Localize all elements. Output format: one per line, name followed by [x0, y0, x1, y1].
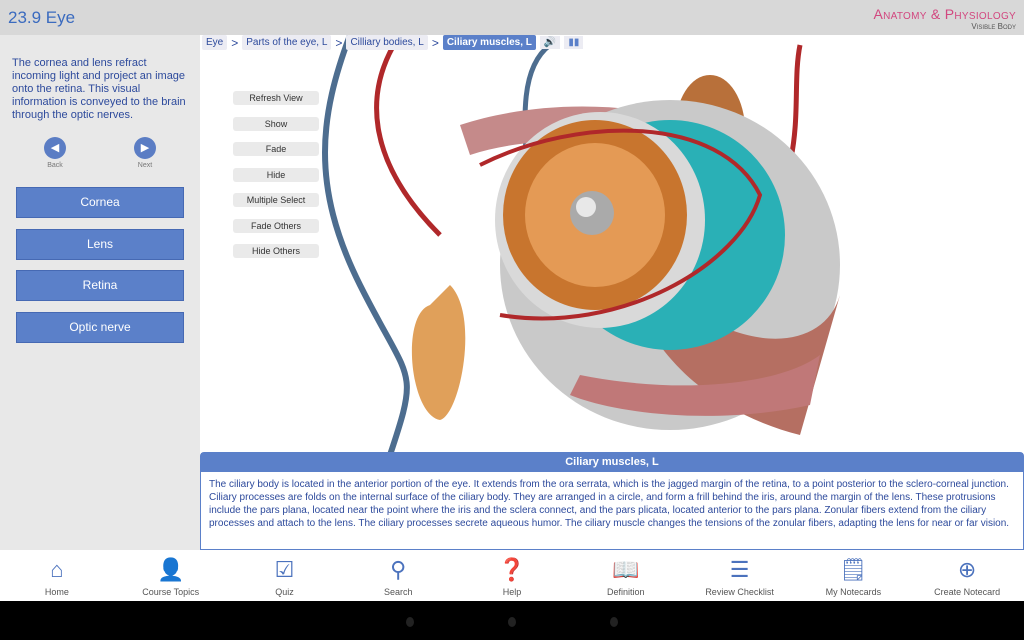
crumb-ciliary-muscles[interactable]: Ciliary muscles, L [442, 35, 536, 50]
system-nav-bar [0, 601, 1024, 640]
person-icon: 👤 [156, 557, 185, 582]
home-system-button[interactable] [508, 617, 516, 627]
checklist-icon: ☰ [729, 557, 750, 582]
brand-logo: Anatomy & Physiology Visible Body [873, 6, 1016, 31]
nav-create-notecard[interactable]: ⊕ Create Notecard [910, 550, 1024, 601]
nav-label: My Notecards [825, 587, 882, 597]
notecard-icon: 🗒 [839, 557, 868, 582]
show-button[interactable]: Show [233, 117, 319, 131]
top-bar: 23.9 Eye Anatomy & Physiology Visible Bo… [0, 0, 1024, 35]
nav-label: Definition [607, 587, 645, 597]
recents-system-button[interactable] [610, 617, 618, 627]
nav-label: Help [502, 587, 522, 597]
back-label: Back [47, 162, 63, 169]
refresh-view-button[interactable]: Refresh View [233, 91, 319, 105]
description-panel: Ciliary muscles, L The ciliary body is l… [200, 452, 1024, 550]
model-viewer[interactable]: Eye> Parts of the eye, L> Cilliary bodie… [200, 35, 1024, 550]
brand-title: Anatomy & Physiology [873, 6, 1016, 22]
nav-label: Search [383, 587, 413, 597]
checkbox-icon: ☑ [274, 557, 295, 582]
crumb-eye[interactable]: Eye [202, 35, 228, 50]
nav-label: Course Topics [142, 587, 200, 597]
page-title: 23.9 Eye [8, 8, 76, 27]
nav-quiz[interactable]: ☑ Quiz [228, 550, 342, 601]
book-icon[interactable]: ▮▮ [564, 36, 584, 49]
book-icon: 📖 [612, 557, 640, 582]
topic-optic-nerve[interactable]: Optic nerve [16, 312, 184, 343]
help-icon: ❓ [498, 557, 526, 582]
nav-label: Home [44, 587, 69, 597]
speaker-icon[interactable]: 🔊 [539, 36, 561, 49]
crumb-parts[interactable]: Parts of the eye, L [242, 35, 332, 50]
search-icon: ⚲ [390, 557, 407, 582]
fade-others-button[interactable]: Fade Others [233, 219, 319, 233]
next-label: Next [137, 162, 153, 169]
nav-label: Review Checklist [705, 587, 774, 597]
nav-course-topics[interactable]: 👤 Course Topics [114, 550, 228, 601]
breadcrumb: Eye> Parts of the eye, L> Cilliary bodie… [202, 35, 584, 50]
brand-subtitle: Visible Body [971, 22, 1016, 31]
nav-review-checklist[interactable]: ☰ Review Checklist [683, 550, 797, 601]
nav-my-notecards[interactable]: 🗒 My Notecards [796, 550, 910, 601]
intro-text: The cornea and lens refract incoming lig… [12, 57, 186, 121]
nav-label: Create Notecard [934, 587, 1001, 597]
nav-search[interactable]: ⚲ Search [341, 550, 455, 601]
multiple-select-button[interactable]: Multiple Select [233, 193, 319, 207]
bottom-nav: ⌂ Home 👤 Course Topics ☑ Quiz ⚲ Search ❓ Help… [0, 550, 1024, 601]
next-button[interactable]: ▶ Next [125, 137, 165, 169]
hide-button[interactable]: Hide [233, 168, 319, 182]
back-button[interactable]: ◀ Back [35, 137, 75, 169]
next-icon: ▶ [134, 137, 156, 159]
nav-help[interactable]: ❓ Help [455, 550, 569, 601]
description-text: The ciliary body is located in the anter… [209, 479, 1010, 529]
nav-label: Quiz [275, 587, 294, 597]
topic-retina[interactable]: Retina [16, 270, 184, 301]
back-system-button[interactable] [406, 617, 414, 627]
nav-home[interactable]: ⌂ Home [0, 550, 114, 601]
description-title: Ciliary muscles, L [201, 453, 1023, 472]
back-icon: ◀ [44, 137, 66, 159]
create-notecard-icon: ⊕ [957, 557, 977, 582]
nav-definition[interactable]: 📖 Definition [569, 550, 683, 601]
fade-button[interactable]: Fade [233, 142, 319, 156]
topic-cornea[interactable]: Cornea [16, 187, 184, 218]
hide-others-button[interactable]: Hide Others [233, 244, 319, 258]
sidebar: The cornea and lens refract incoming lig… [0, 35, 200, 550]
crumb-ciliary-bodies[interactable]: Cilliary bodies, L [346, 35, 428, 50]
home-icon: ⌂ [50, 557, 64, 582]
topic-lens[interactable]: Lens [16, 229, 184, 260]
eye-3d-model[interactable] [200, 35, 1024, 455]
